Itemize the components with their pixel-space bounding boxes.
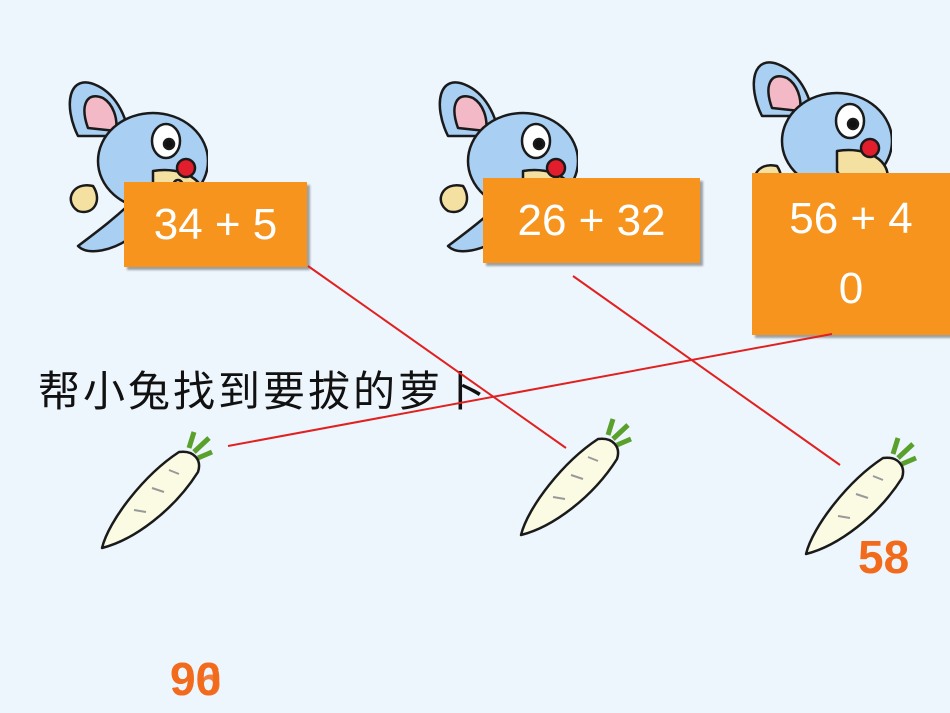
expression-text-line2: 0: [838, 264, 864, 313]
expression-text: 26 + 32: [517, 195, 666, 245]
answer-label-carrot-1-b: 96: [170, 653, 222, 705]
carrot-icon[interactable]: [798, 436, 918, 556]
expression-box-1[interactable]: 34 + 5: [124, 182, 307, 267]
connection-line-2: [572, 275, 841, 466]
answer-label-carrot-1-a: 90: [170, 653, 222, 705]
connection-line-1: [307, 265, 567, 449]
connection-line-3: [227, 333, 833, 447]
expression-text-line1: 56 + 4: [789, 194, 913, 243]
carrot-icon[interactable]: [513, 417, 633, 537]
expression-text: 34 + 5: [153, 199, 278, 249]
bunny-icon: [752, 61, 892, 194]
expression-box-3[interactable]: 56 + 4 0: [752, 173, 950, 335]
carrot-icon[interactable]: [94, 430, 214, 550]
instruction-text: 帮小兔找到要拔的萝卜: [38, 367, 489, 416]
answer-label-carrot-3: 58: [858, 531, 910, 583]
expression-box-2[interactable]: 26 + 32: [483, 178, 700, 263]
